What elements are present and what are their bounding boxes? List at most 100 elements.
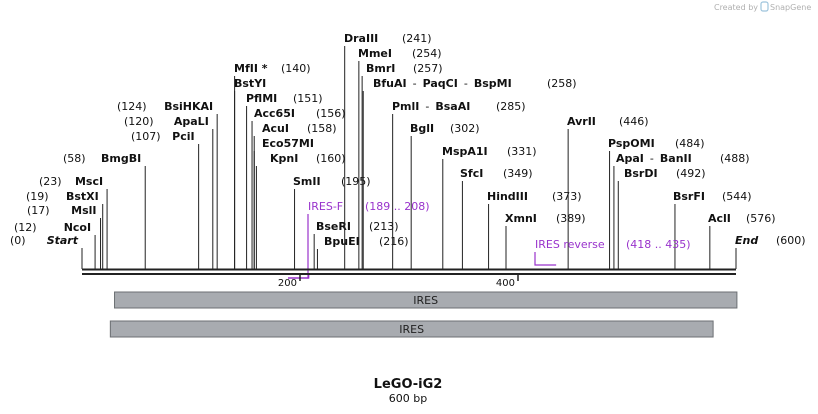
site-callout[interactable]: BsiHKAI (124) xyxy=(117,100,218,269)
site-callout[interactable]: HindIII(373) xyxy=(487,190,582,269)
site-name: BmrI xyxy=(366,62,395,75)
axis-tick: 200 xyxy=(278,275,301,289)
primer-annotation[interactable]: IRES reverse (418 .. 435) xyxy=(534,238,691,266)
site-callout[interactable]: Acc65I(156) xyxy=(251,107,346,269)
site-name: BsiHKAI xyxy=(164,100,213,113)
site-position: (600) xyxy=(776,234,806,247)
site-name: Acc65I xyxy=(254,107,295,120)
feature-label: IRES xyxy=(413,294,438,307)
site-name-part: PciI xyxy=(172,130,194,143)
site-callout[interactable]: BpuEI(216) xyxy=(316,235,409,269)
site-name-part: MspA1I xyxy=(442,145,488,158)
site-callout[interactable]: BseRI(213) xyxy=(313,220,399,269)
site-name-part: BsrDI xyxy=(624,167,658,180)
site-name: KpnI xyxy=(270,152,298,165)
site-position: (19) xyxy=(26,190,49,203)
primer-name: IRES reverse xyxy=(535,238,605,251)
site-callout[interactable]: KpnI (160) xyxy=(255,152,346,269)
site-name: BfuAI-PaqCI-BspMI xyxy=(373,77,512,90)
site-callout[interactable]: ApaLI(120) xyxy=(124,115,214,269)
sequence-backbone xyxy=(82,268,736,275)
site-name-part: NcoI xyxy=(64,221,91,234)
site-name-part: BmgBI xyxy=(101,152,141,165)
site-name: BglI xyxy=(410,122,434,135)
site-position: (258) xyxy=(547,77,577,90)
map-title-block: LeGO-iG2 600 bp xyxy=(374,377,443,405)
site-callout[interactable]: NcoI(12) xyxy=(14,221,96,269)
axis-tick: 400 xyxy=(496,275,519,289)
site-callout[interactable]: PflMI(151) xyxy=(246,92,323,269)
site-position: (124) xyxy=(117,100,147,113)
site-name: BmgBI xyxy=(101,152,141,165)
site-name-part: DraIII xyxy=(344,32,378,45)
site-callout[interactable]: XmnI(389) xyxy=(505,212,586,269)
site-callout[interactable]: DraIII(241) xyxy=(344,32,432,269)
site-callout[interactable]: MslI (17) xyxy=(27,204,102,269)
site-callout[interactable]: ApaI-BanII(488) xyxy=(613,152,750,269)
site-name-part: BfuAI xyxy=(373,77,407,90)
site-callout[interactable]: End (600) xyxy=(735,234,806,269)
site-callout[interactable]: BstYI xyxy=(234,77,266,269)
site-name: SmII xyxy=(293,175,321,188)
site-callout[interactable]: BmgBI (58) xyxy=(63,152,146,269)
feature-ires[interactable]: IRES xyxy=(114,291,738,309)
site-callout[interactable]: MscI (23) xyxy=(39,175,108,269)
primer-range: (418 .. 435) xyxy=(626,238,691,251)
site-position: (349) xyxy=(503,167,533,180)
site-position: (23) xyxy=(39,175,62,188)
site-name-part: BmrI xyxy=(366,62,395,75)
site-position: (544) xyxy=(722,190,752,203)
feature-bar xyxy=(109,320,714,338)
site-position: (140) xyxy=(281,62,311,75)
credit: Created by SnapGene xyxy=(714,1,811,12)
site-name: BsrDI xyxy=(624,167,658,180)
site-name: BstYI xyxy=(234,77,266,90)
site-callout[interactable]: Start(0) xyxy=(10,234,83,269)
site-position: (58) xyxy=(63,152,86,165)
primer-arrow xyxy=(307,214,310,279)
site-callout[interactable]: PciI(107) xyxy=(131,130,200,269)
site-callout[interactable]: PspOMI (484) xyxy=(608,137,705,269)
site-name-part: BsaAI xyxy=(435,100,470,113)
site-name-part: PmlI xyxy=(392,100,419,113)
site-callout[interactable]: BstXI(19) xyxy=(26,190,104,269)
axis-ticks: 200 400 xyxy=(278,275,519,289)
site-callout[interactable]: AvrII (446) xyxy=(567,115,649,269)
site-name: BpuEI xyxy=(324,235,360,248)
site-position: (492) xyxy=(676,167,706,180)
primer-annotation[interactable]: IRES-F(189 .. 208) xyxy=(288,200,430,279)
site-name-part: MscI xyxy=(75,175,103,188)
site-position: (484) xyxy=(675,137,705,150)
site-callout[interactable]: BsrFI(544) xyxy=(673,190,752,269)
site-name: PspOMI xyxy=(608,137,655,150)
site-position: (446) xyxy=(619,115,649,128)
site-name-part: ApaLI xyxy=(174,115,209,128)
site-name-part: Acc65I xyxy=(254,107,295,120)
site-callout[interactable]: Eco57MI xyxy=(253,137,314,269)
site-callout[interactable]: MspA1I (331) xyxy=(442,145,537,269)
site-position: (331) xyxy=(507,145,537,158)
site-name: End xyxy=(735,234,758,247)
site-callout[interactable]: BsrDI (492) xyxy=(617,167,706,269)
site-name: AvrII xyxy=(567,115,596,128)
site-callout[interactable]: SfcI(349) xyxy=(460,167,533,269)
site-name-part: Start xyxy=(47,234,79,247)
site-name-part: XmnI xyxy=(505,212,537,225)
site-callout[interactable]: BmrI(257) xyxy=(361,62,443,269)
site-name-part: KpnI xyxy=(270,152,298,165)
site-callout[interactable]: BglI(302) xyxy=(410,122,480,269)
site-name-part: AclI xyxy=(708,212,731,225)
site-name-part: MslI xyxy=(71,204,96,217)
site-callout[interactable]: PmlI-BsaAI(285) xyxy=(392,100,526,269)
site-callout[interactable]: MmeI(254) xyxy=(358,47,442,269)
site-position: (160) xyxy=(316,152,346,165)
map-length: 600 bp xyxy=(389,392,427,405)
feature-ires[interactable]: IRES xyxy=(109,320,714,338)
site-name-part: HindIII xyxy=(487,190,528,203)
site-position: (17) xyxy=(27,204,50,217)
site-callout[interactable]: AclI(576) xyxy=(708,212,776,269)
credit-brand: SnapGene xyxy=(770,3,811,12)
site-position: (488) xyxy=(720,152,750,165)
site-callout[interactable]: BfuAI-PaqCI-BspMI (258) xyxy=(362,77,577,269)
